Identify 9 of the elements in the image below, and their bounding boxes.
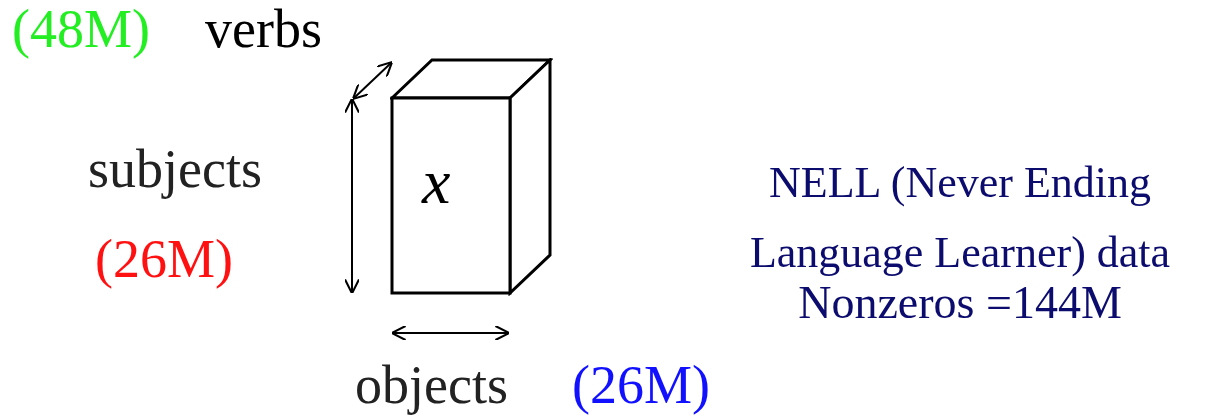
dimension-size: (26M) bbox=[95, 228, 233, 291]
description-text: NELL (Never Ending Language Learner) data bbox=[748, 157, 1172, 279]
axis-label: subjects bbox=[88, 138, 262, 201]
description-text: Nonzeros =144M bbox=[797, 276, 1123, 330]
axis-label: objects bbox=[355, 354, 508, 416]
variable-label: x bbox=[422, 150, 451, 214]
dimension-size: (26M) bbox=[572, 354, 710, 416]
dimension-size: (48M) bbox=[12, 0, 150, 61]
axis-label: verbs bbox=[205, 0, 322, 61]
